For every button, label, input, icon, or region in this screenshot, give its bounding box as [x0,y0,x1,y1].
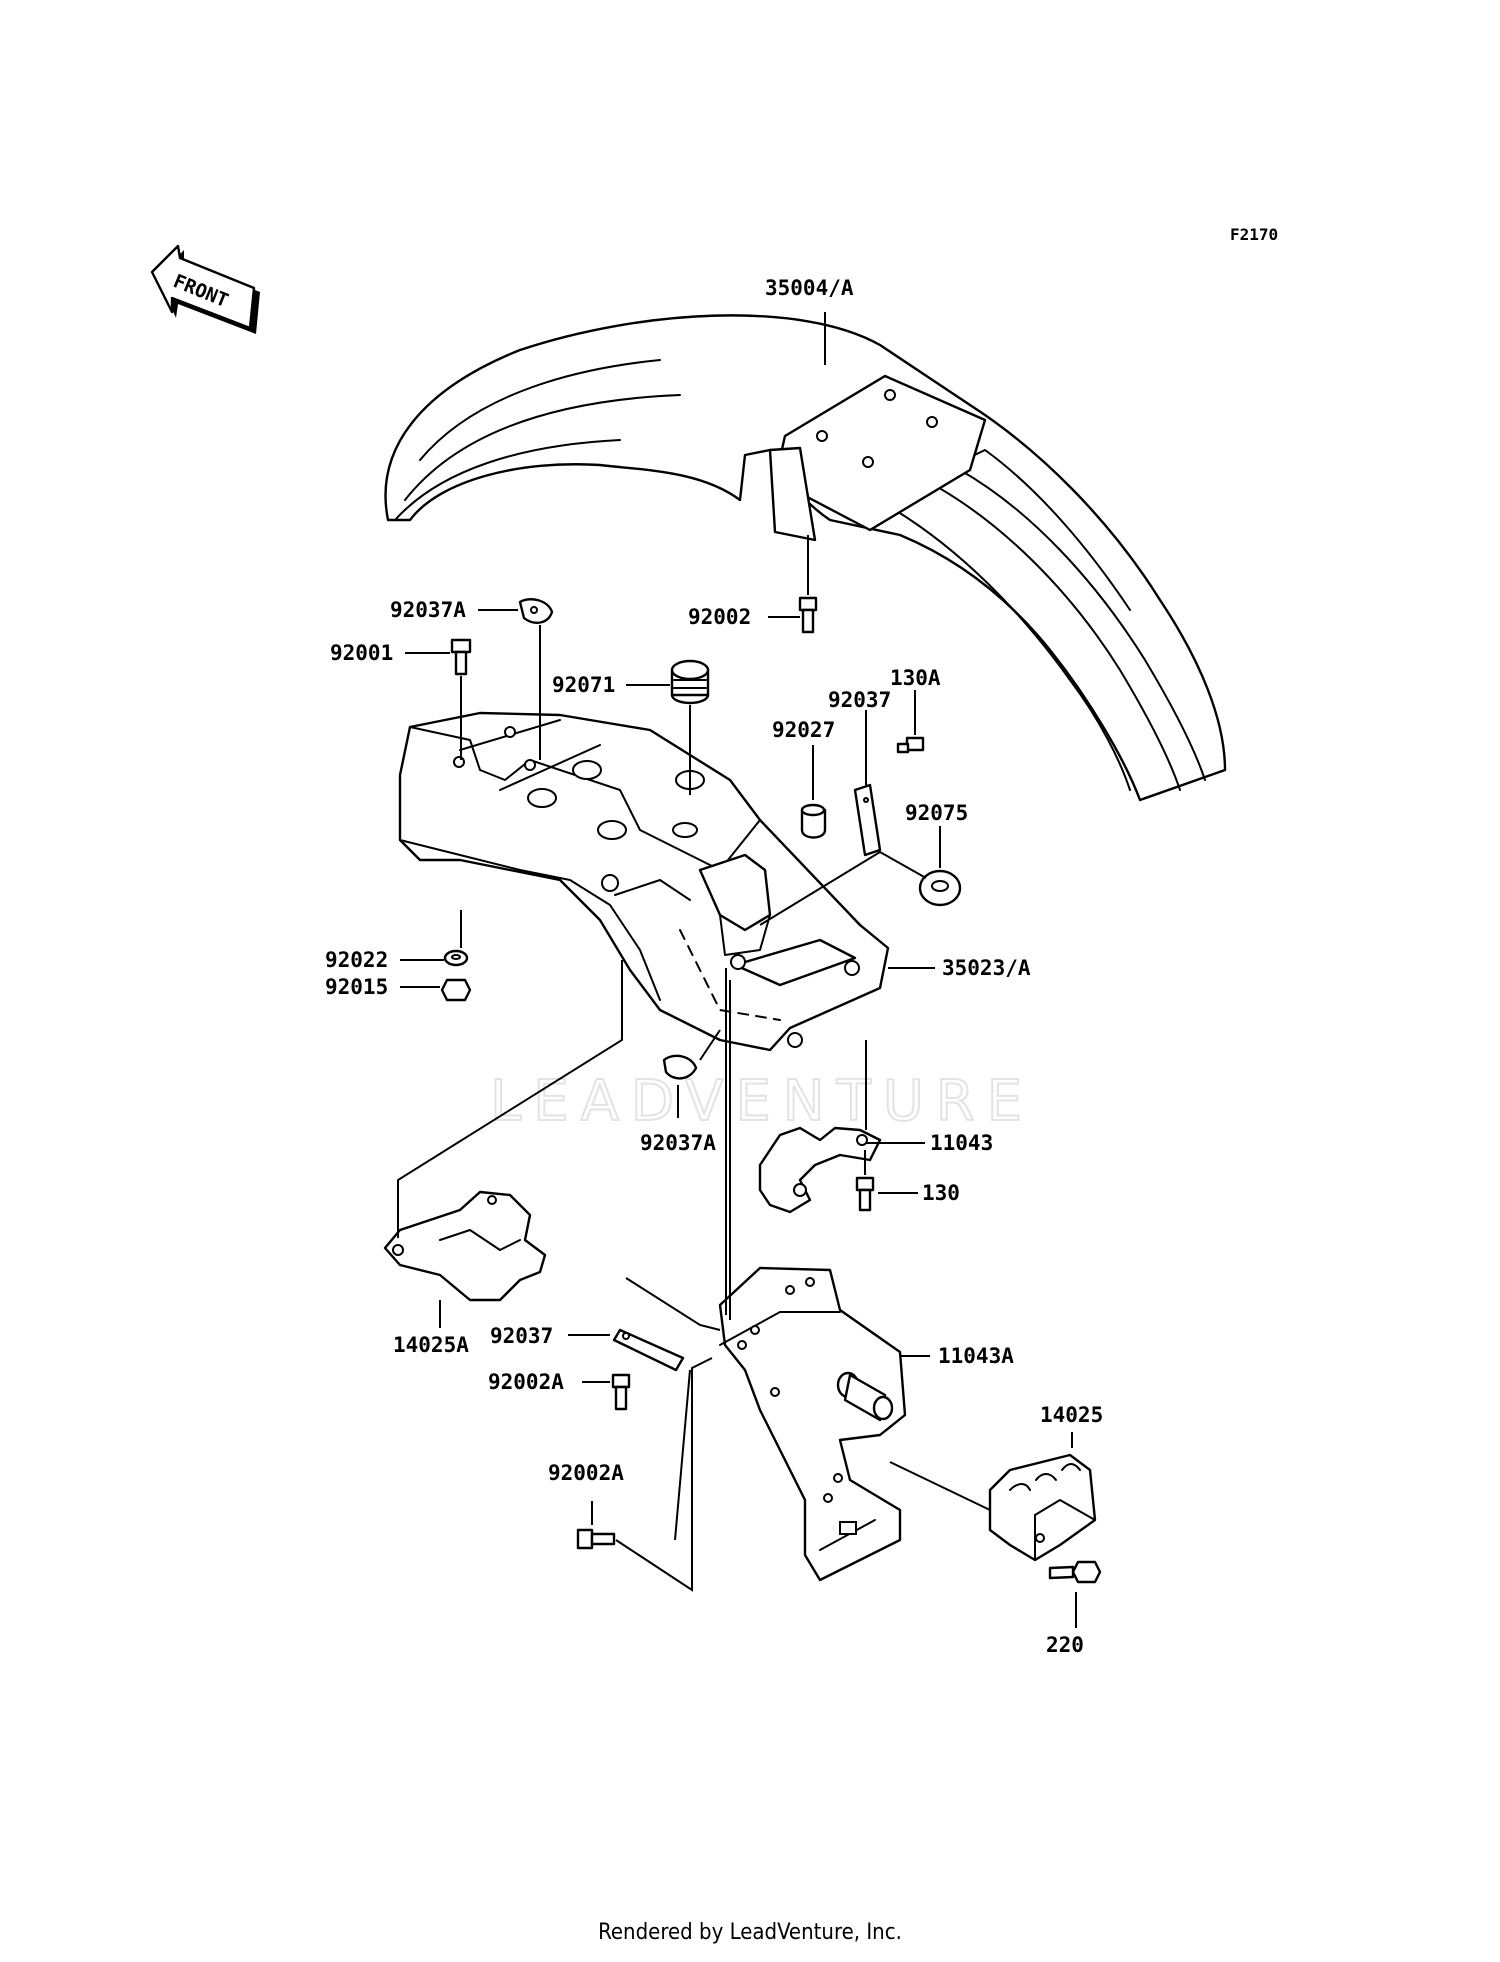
bolt-130[interactable] [855,1150,918,1212]
callout-92037-top[interactable]: 92037 [828,688,891,712]
callout-92071[interactable]: 92071 [552,673,615,697]
bolt-92001[interactable] [405,638,472,760]
front-fender[interactable] [384,314,1227,802]
callout-14025A[interactable]: 14025A [393,1333,469,1357]
render-credit: Rendered by LeadVenture, Inc. [598,1920,902,1945]
callout-92001[interactable]: 92001 [330,641,393,665]
callout-92037-bottom[interactable]: 92037 [490,1324,553,1348]
callout-92027[interactable]: 92027 [772,718,835,742]
bolt-92002[interactable] [768,535,818,634]
rear-fender-bracket[interactable] [398,711,890,1052]
bracket-11043A[interactable] [718,980,930,1582]
front-direction-arrow: FRONT [150,244,260,334]
callout-14025[interactable]: 14025 [1040,1403,1103,1427]
bracket-11043[interactable] [758,1040,925,1214]
callout-220[interactable]: 220 [1046,1633,1084,1657]
nut-92015[interactable] [400,978,472,1002]
leadventure-watermark: LEADVENTURE [490,1069,1034,1134]
clip-92037A-top[interactable] [478,598,554,760]
bolt-130A[interactable] [896,690,925,754]
callout-11043[interactable]: 11043 [930,1131,993,1155]
washer-92022[interactable] [400,910,469,967]
callout-130A[interactable]: 130A [890,666,941,690]
bolt-92002A-lower[interactable] [576,1357,713,1592]
callout-92037A-top[interactable]: 92037A [390,598,466,622]
strap-92037-top[interactable] [853,710,882,857]
clip-92037A-bottom[interactable] [662,1029,721,1118]
callout-92075[interactable]: 92075 [905,801,968,825]
bolt-92002A-upper[interactable] [582,1373,631,1411]
callout-92015[interactable]: 92015 [325,975,388,999]
callout-92037A-bottom[interactable]: 92037A [640,1131,716,1155]
callout-35023A[interactable]: 35023/A [942,956,1031,980]
cover-14025A[interactable] [383,960,623,1328]
grommet-92071[interactable] [626,659,710,795]
callout-92002A-lower[interactable]: 92002A [548,1461,624,1485]
callout-92022[interactable]: 92022 [325,948,388,972]
strap-92037-bottom[interactable] [568,1277,721,1372]
callout-130[interactable]: 130 [922,1181,960,1205]
callout-92002[interactable]: 92002 [688,605,751,629]
diagram-code: F2170 [1230,225,1278,244]
callout-92002A-upper[interactable]: 92002A [488,1370,564,1394]
cover-14025[interactable] [889,1432,1097,1562]
callout-11043A[interactable]: 11043A [938,1344,1014,1368]
callout-35004A[interactable]: 35004/A [765,276,854,300]
grommet-92075[interactable] [759,826,962,926]
bolt-220[interactable] [1048,1560,1102,1628]
collar-92027[interactable] [800,745,827,839]
